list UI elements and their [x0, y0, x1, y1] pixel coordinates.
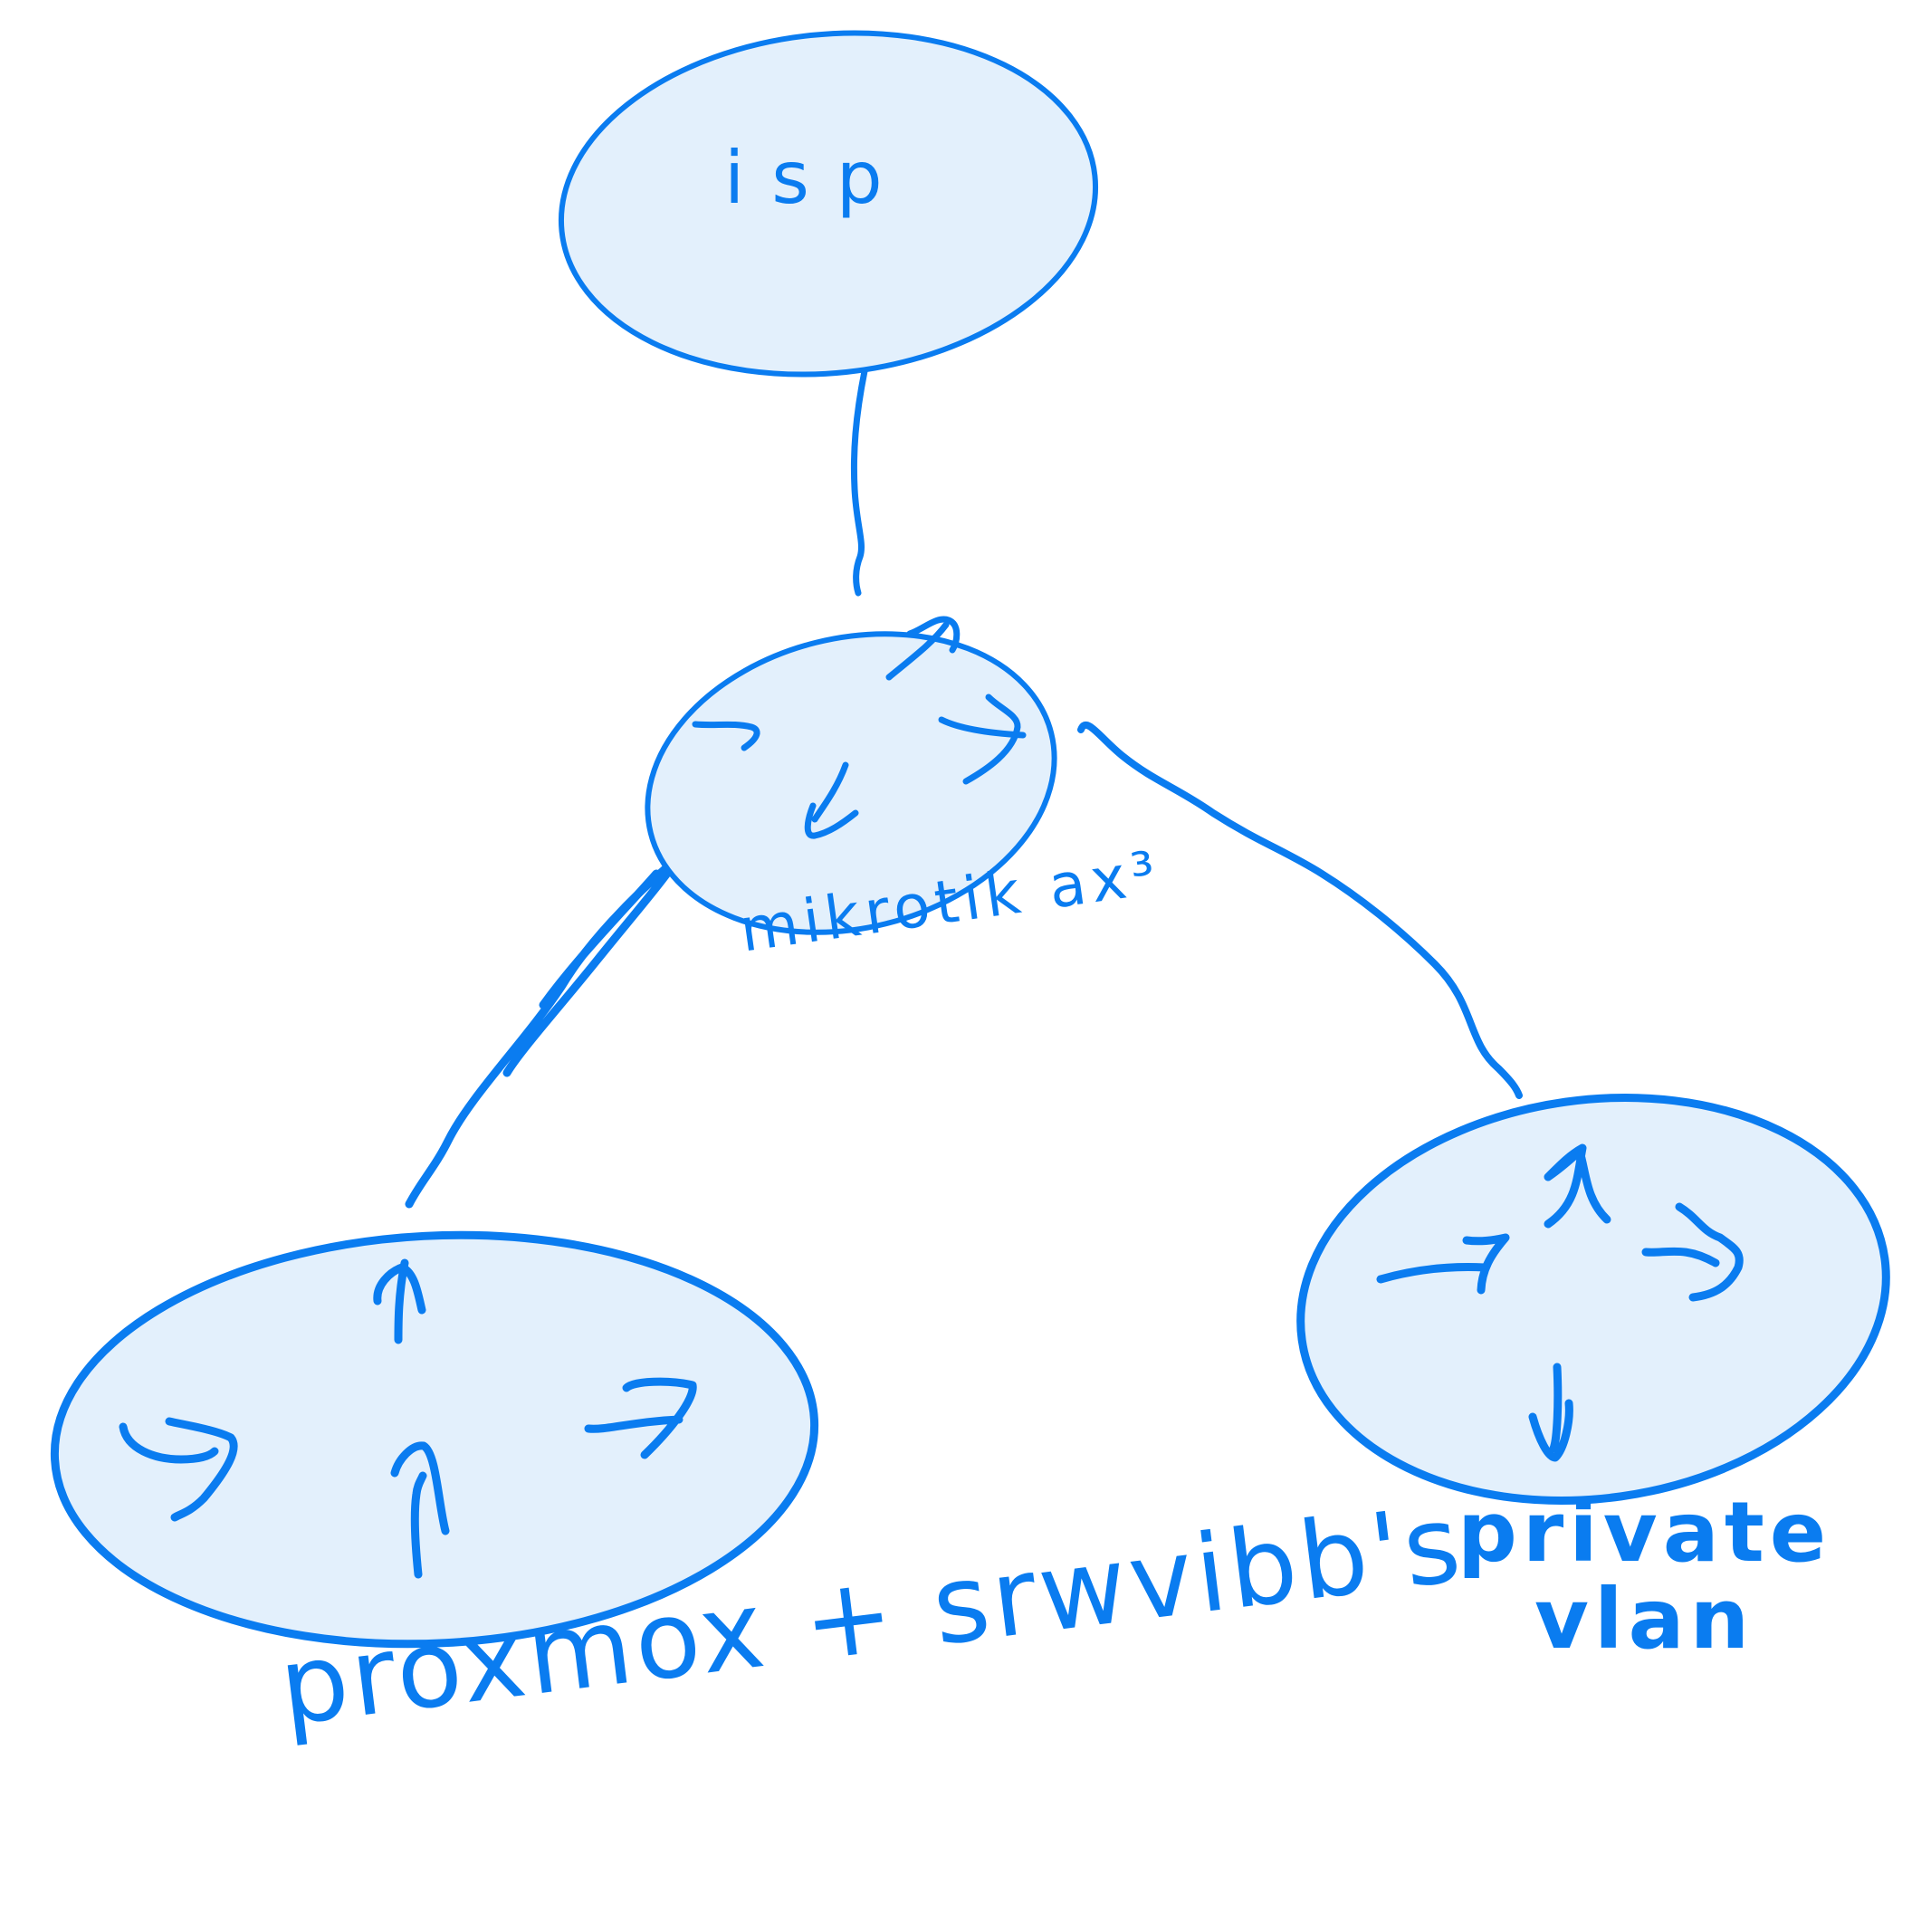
edge-isp-router [850, 368, 868, 597]
proxmox-ellipse [50, 1230, 819, 1649]
node-router[interactable] [616, 593, 1086, 974]
vlan-arrows-icon [1376, 1143, 1744, 1462]
vlan-label-line1: private [1458, 1484, 1832, 1581]
router-arrows-icon [692, 616, 1027, 839]
node-vlan[interactable] [1275, 1061, 1913, 1537]
isp-ellipse [558, 30, 1099, 378]
proxmox-arrows-icon [119, 1258, 697, 1579]
vlan-label: private vlan [1458, 1489, 1831, 1663]
vlan-label-line2: vlan [1534, 1571, 1755, 1668]
vlan-ellipse [1296, 1093, 1890, 1506]
edge-router-vlan [1077, 721, 1523, 1099]
router-ellipse [645, 631, 1057, 935]
node-proxmox[interactable] [44, 1216, 825, 1662]
node-isp[interactable] [544, 7, 1113, 400]
edge-router-proxmox [405, 842, 690, 1209]
isp-label: isp [724, 136, 910, 220]
